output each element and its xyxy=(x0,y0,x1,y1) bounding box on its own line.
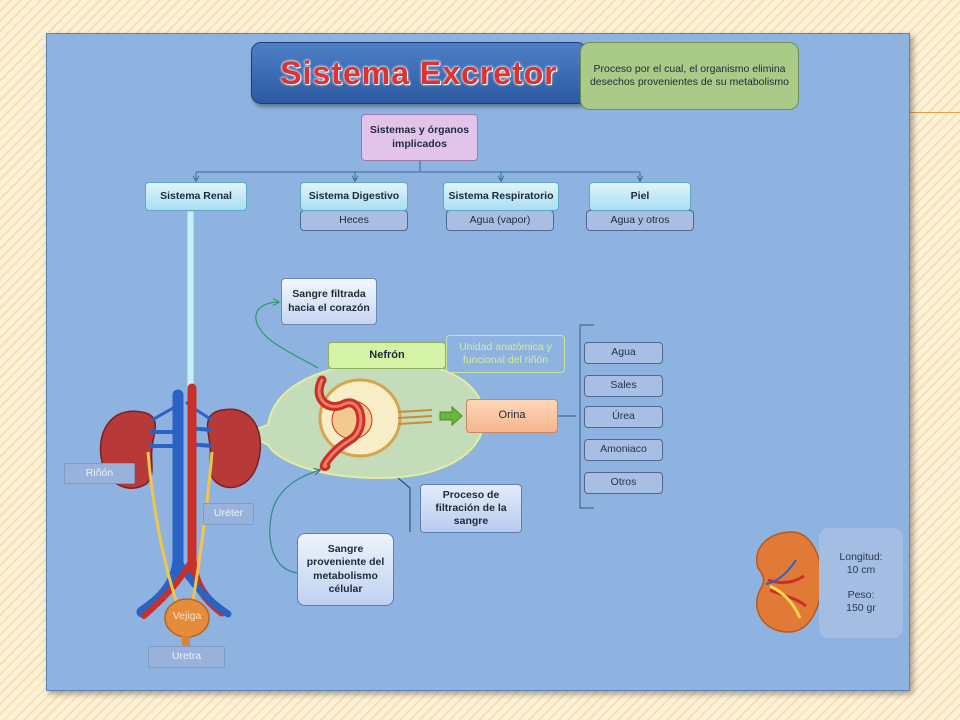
page-title: Sistema Excretor xyxy=(251,42,587,104)
component-water: Agua xyxy=(584,342,663,364)
category-respiratory-detail: Agua (vapor) xyxy=(446,210,554,231)
weight-value: 150 gr xyxy=(846,602,876,615)
systems-organs-box: Sistemas y órganos implicados xyxy=(361,114,478,161)
component-urea: Úrea xyxy=(584,406,663,428)
filtration-process-box: Proceso de filtración de la sangre xyxy=(420,484,522,533)
category-respiratory: Sistema Respiratorio xyxy=(443,182,559,211)
category-renal: Sistema Renal xyxy=(145,182,247,211)
nephron-label: Nefrón xyxy=(328,342,446,369)
length-value: 10 cm xyxy=(846,563,876,576)
length-label: Longitud: xyxy=(839,550,883,563)
component-others: Otros xyxy=(584,472,663,494)
kidney-specs: Longitud: 10 cm Peso: 150 gr xyxy=(819,528,903,638)
component-salts: Sales xyxy=(584,375,663,397)
nephron-description: Unidad anatómica y funcional del riñón xyxy=(446,335,565,373)
label-kidney: Riñón xyxy=(64,463,135,484)
category-skin-detail: Agua y otros xyxy=(586,210,694,231)
category-skin: Piel xyxy=(589,182,691,211)
urine-box: Orina xyxy=(466,399,558,433)
component-ammonia: Amoniaco xyxy=(584,439,663,461)
decorative-line xyxy=(908,112,960,113)
filtered-blood-box: Sangre filtrada hacia el corazón xyxy=(281,278,377,325)
incoming-blood-box: Sangre proveniente del metabolismo célul… xyxy=(297,533,394,606)
label-bladder: Vejiga xyxy=(172,610,202,623)
label-urethra: Uretra xyxy=(148,646,225,668)
category-digestive-detail: Heces xyxy=(300,210,408,231)
definition-box: Proceso por el cual, el organismo elimin… xyxy=(580,42,799,110)
label-ureter: Uréter xyxy=(203,503,254,525)
category-digestive: Sistema Digestivo xyxy=(300,182,408,211)
weight-label: Peso: xyxy=(847,589,875,601)
